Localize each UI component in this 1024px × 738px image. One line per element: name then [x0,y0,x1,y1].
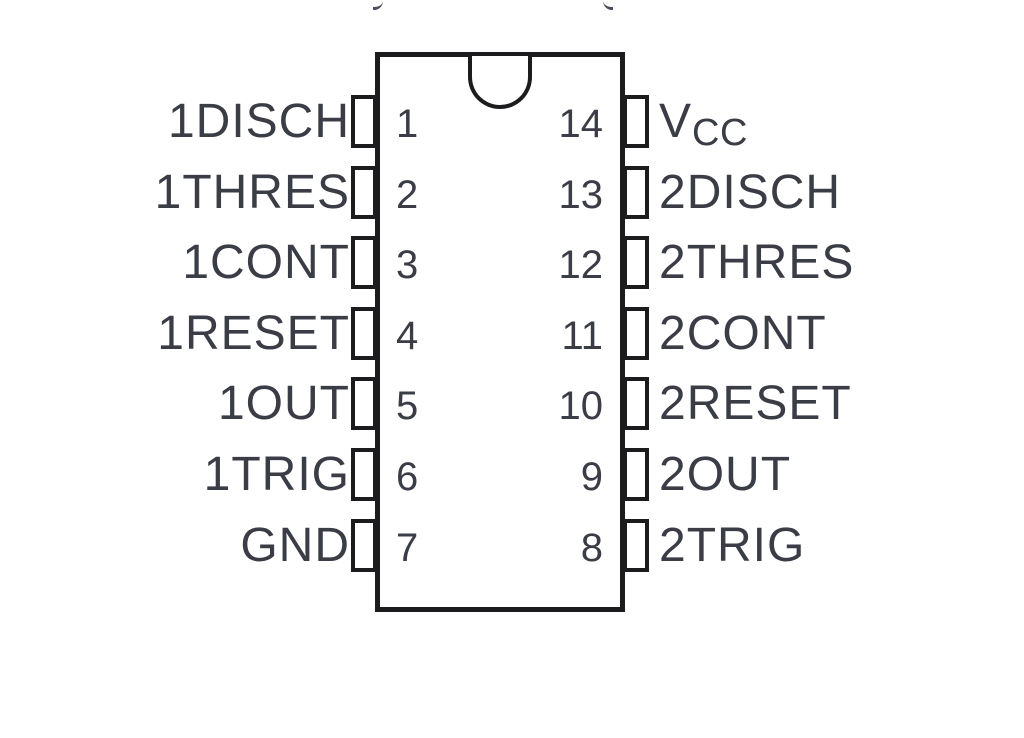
pin-row-11: 11 2CONT [0,307,1024,360]
pin-4-number: 4 [396,314,419,358]
pin-13-lead [623,166,649,219]
pin-11-label: 2CONT [659,307,827,360]
pin-1-label: 1DISCH [167,95,350,148]
pin-13-label: 2DISCH [659,166,842,219]
pin-7-label: GND [240,519,350,572]
pin-row-9: 9 2OUT [0,448,1024,501]
pin-11-lead [623,307,649,360]
pin-row-2: 1THRES 2 [0,166,1024,219]
pin-3-label: 1CONT [182,236,350,289]
pin-5-label: 1OUT [217,377,350,430]
pin-4-label: 1RESET [157,307,350,360]
pin-6-lead [351,448,377,501]
pin-2-lead [351,166,377,219]
pin1-orientation-notch-icon [468,56,532,109]
pin-1-number: 1 [396,102,419,146]
pin-13-number: 13 [558,173,604,217]
pin-1-lead [351,95,377,148]
pin-2-label: 1THRES [154,166,350,219]
pin-7-number: 7 [396,526,419,570]
pin-row-6: 1TRIG 6 [0,448,1024,501]
pin-8-label: 2TRIG [659,519,806,572]
pin-8-lead [623,519,649,572]
pin-row-3: 1CONT 3 [0,236,1024,289]
pin-row-14: 14 VCC [0,95,1024,154]
pin-11-number: 11 [561,314,603,358]
pin-5-number: 5 [396,384,419,428]
pin-4-lead [351,307,377,360]
pin-9-label: 2OUT [659,448,792,501]
cropped-parenthesis-left-icon [373,0,383,10]
pin-2-number: 2 [396,173,419,217]
pin-9-lead [623,448,649,501]
pin-12-lead [623,236,649,289]
pin-row-5: 1OUT 5 [0,377,1024,430]
ic-package-body [375,52,625,612]
pin-row-13: 13 2DISCH [0,166,1024,219]
pin-6-label: 1TRIG [203,448,350,501]
pin-12-number: 12 [558,243,604,287]
pin-14-label: VCC [659,95,748,154]
pin-9-number: 9 [580,455,603,499]
pin-row-7: GND 7 [0,519,1024,572]
pin-7-lead [351,519,377,572]
pin-8-number: 8 [580,526,603,570]
pin-6-number: 6 [396,455,419,499]
pin-10-label: 2RESET [659,377,852,430]
pin-14-number: 14 [558,102,604,146]
pin-3-number: 3 [396,243,419,287]
vcc-subscript: CC [692,112,748,154]
pin-row-8: 8 2TRIG [0,519,1024,572]
pin-10-lead [623,377,649,430]
vcc-main: V [659,95,693,148]
cropped-parenthesis-right-icon [603,0,613,10]
pin-12-label: 2THRES [659,236,855,289]
pin-row-1: 1DISCH 1 [0,95,1024,148]
pin-row-10: 10 2RESET [0,377,1024,430]
pin-3-lead [351,236,377,289]
pin-row-4: 1RESET 4 [0,307,1024,360]
pin-5-lead [351,377,377,430]
pin-14-lead [623,95,649,148]
pin-10-number: 10 [558,384,604,428]
pin-row-12: 12 2THRES [0,236,1024,289]
